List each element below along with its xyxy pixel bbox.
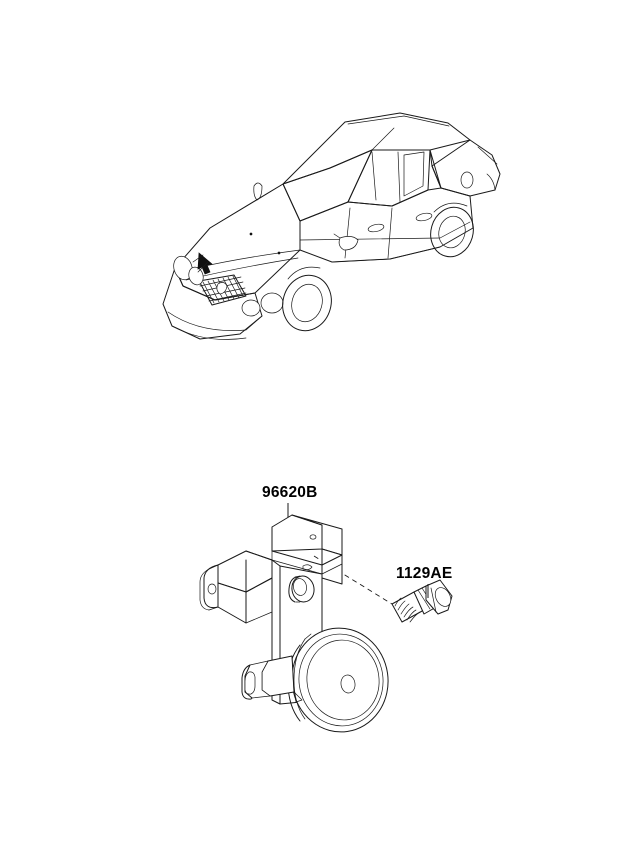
bracket-upper-channel-right [321, 548, 343, 585]
bracket-web-bottom-edge [245, 611, 273, 624]
vehicle-fuel-door [460, 171, 474, 189]
bracket-web-top-edge [245, 577, 273, 593]
vehicle-rear-wheel-rim [438, 215, 466, 249]
vehicle-grille-emblem [216, 282, 228, 295]
bracket-stamped-dimple [302, 564, 313, 571]
bracket-left-tab-edge-bottom [208, 606, 219, 611]
vehicle-front-wheel [282, 274, 332, 332]
horn-body-depth-left-2 [293, 638, 306, 720]
horn-disc-ring-2 [306, 639, 380, 721]
bolt-thread-lines [394, 597, 421, 623]
horn-body-depth-top-edge [304, 633, 312, 640]
vehicle-bumper-lower-edge [167, 311, 263, 331]
bracket-upper-channel-lip-right [321, 554, 343, 575]
vehicle-rear-door-glass [403, 151, 425, 197]
vehicle-rear-lamp-edge [486, 173, 496, 191]
horn-mount-boss-edge-top [294, 575, 301, 578]
vehicle-roof-seam [371, 127, 395, 151]
part-label-bracket: 96620B [262, 484, 318, 501]
vehicle-side-mirror [338, 236, 359, 251]
vehicle-rear-door-handle [415, 212, 433, 222]
horn-connector-terminal-cavity [244, 671, 256, 695]
vehicle-rear-wheel-arch [433, 202, 468, 213]
vehicle-hood-dot-b [277, 251, 281, 255]
horn-mount-boss-face [291, 575, 315, 603]
bracket-upper-channel-lip [271, 550, 323, 575]
vehicle-front-bumper [162, 267, 263, 340]
horn-center-boss [340, 674, 356, 694]
vehicle-headlamp-right-outer [260, 292, 284, 314]
vehicle-trunk-seam [477, 146, 498, 165]
horn-connector-seam [291, 655, 295, 693]
vehicle-headlamp-right-inner [241, 299, 261, 317]
horn-disc-ring-1 [298, 633, 384, 727]
bracket-arm-top-edge [245, 550, 273, 561]
vehicle-front-wheel-rim [291, 283, 323, 323]
vehicle-air-dam [171, 325, 247, 340]
vehicle-window-divider [397, 151, 401, 203]
vehicle-hood-dot-a [249, 232, 253, 236]
bolt-head-top-face [434, 587, 452, 607]
bolt-assembly-axis [313, 555, 393, 605]
vehicle-hood-left-edge [209, 183, 284, 229]
bolt-head-facet-1 [430, 587, 437, 613]
vehicle-body-side [299, 187, 474, 263]
horn-connector-tab [293, 691, 303, 703]
vehicle-rear-wheel [430, 206, 474, 258]
horn-connector-end-face [241, 664, 253, 700]
horn-mount-boss-inner [293, 578, 307, 596]
part-label-bolt: 1129AE [396, 565, 452, 582]
bracket-left-tab-edge [199, 568, 210, 611]
vehicle-rear-door-seam [387, 207, 393, 259]
vehicle-rocker-panel [331, 246, 441, 263]
vehicle-headlamp-left-inner [173, 255, 193, 281]
horn-location-arrow [192, 252, 213, 275]
bolt-flange-edge-1 [417, 589, 431, 610]
horn-assembly-illustration [199, 503, 453, 733]
vehicle-front-door-handle [367, 223, 385, 233]
bracket-upper-hole [309, 534, 317, 540]
vehicle-fender-marker [253, 182, 263, 201]
vehicle-illustration [162, 112, 501, 340]
bracket-left-tab-hole [207, 583, 217, 595]
vehicle-c-pillar [429, 149, 442, 189]
vehicle-grille [198, 274, 247, 306]
vehicle-headlamp-left-outer [188, 266, 204, 286]
bracket-left-tab-edge-top [208, 564, 219, 570]
horn-mount-boss-side [288, 576, 298, 603]
vehicle-front-wheel-arch [287, 266, 321, 280]
vehicle-mirror-arm [333, 233, 341, 239]
vehicle-b-pillar [371, 151, 377, 201]
bracket-left-tab-face [203, 564, 219, 609]
vehicle-roof-edge [347, 115, 450, 127]
